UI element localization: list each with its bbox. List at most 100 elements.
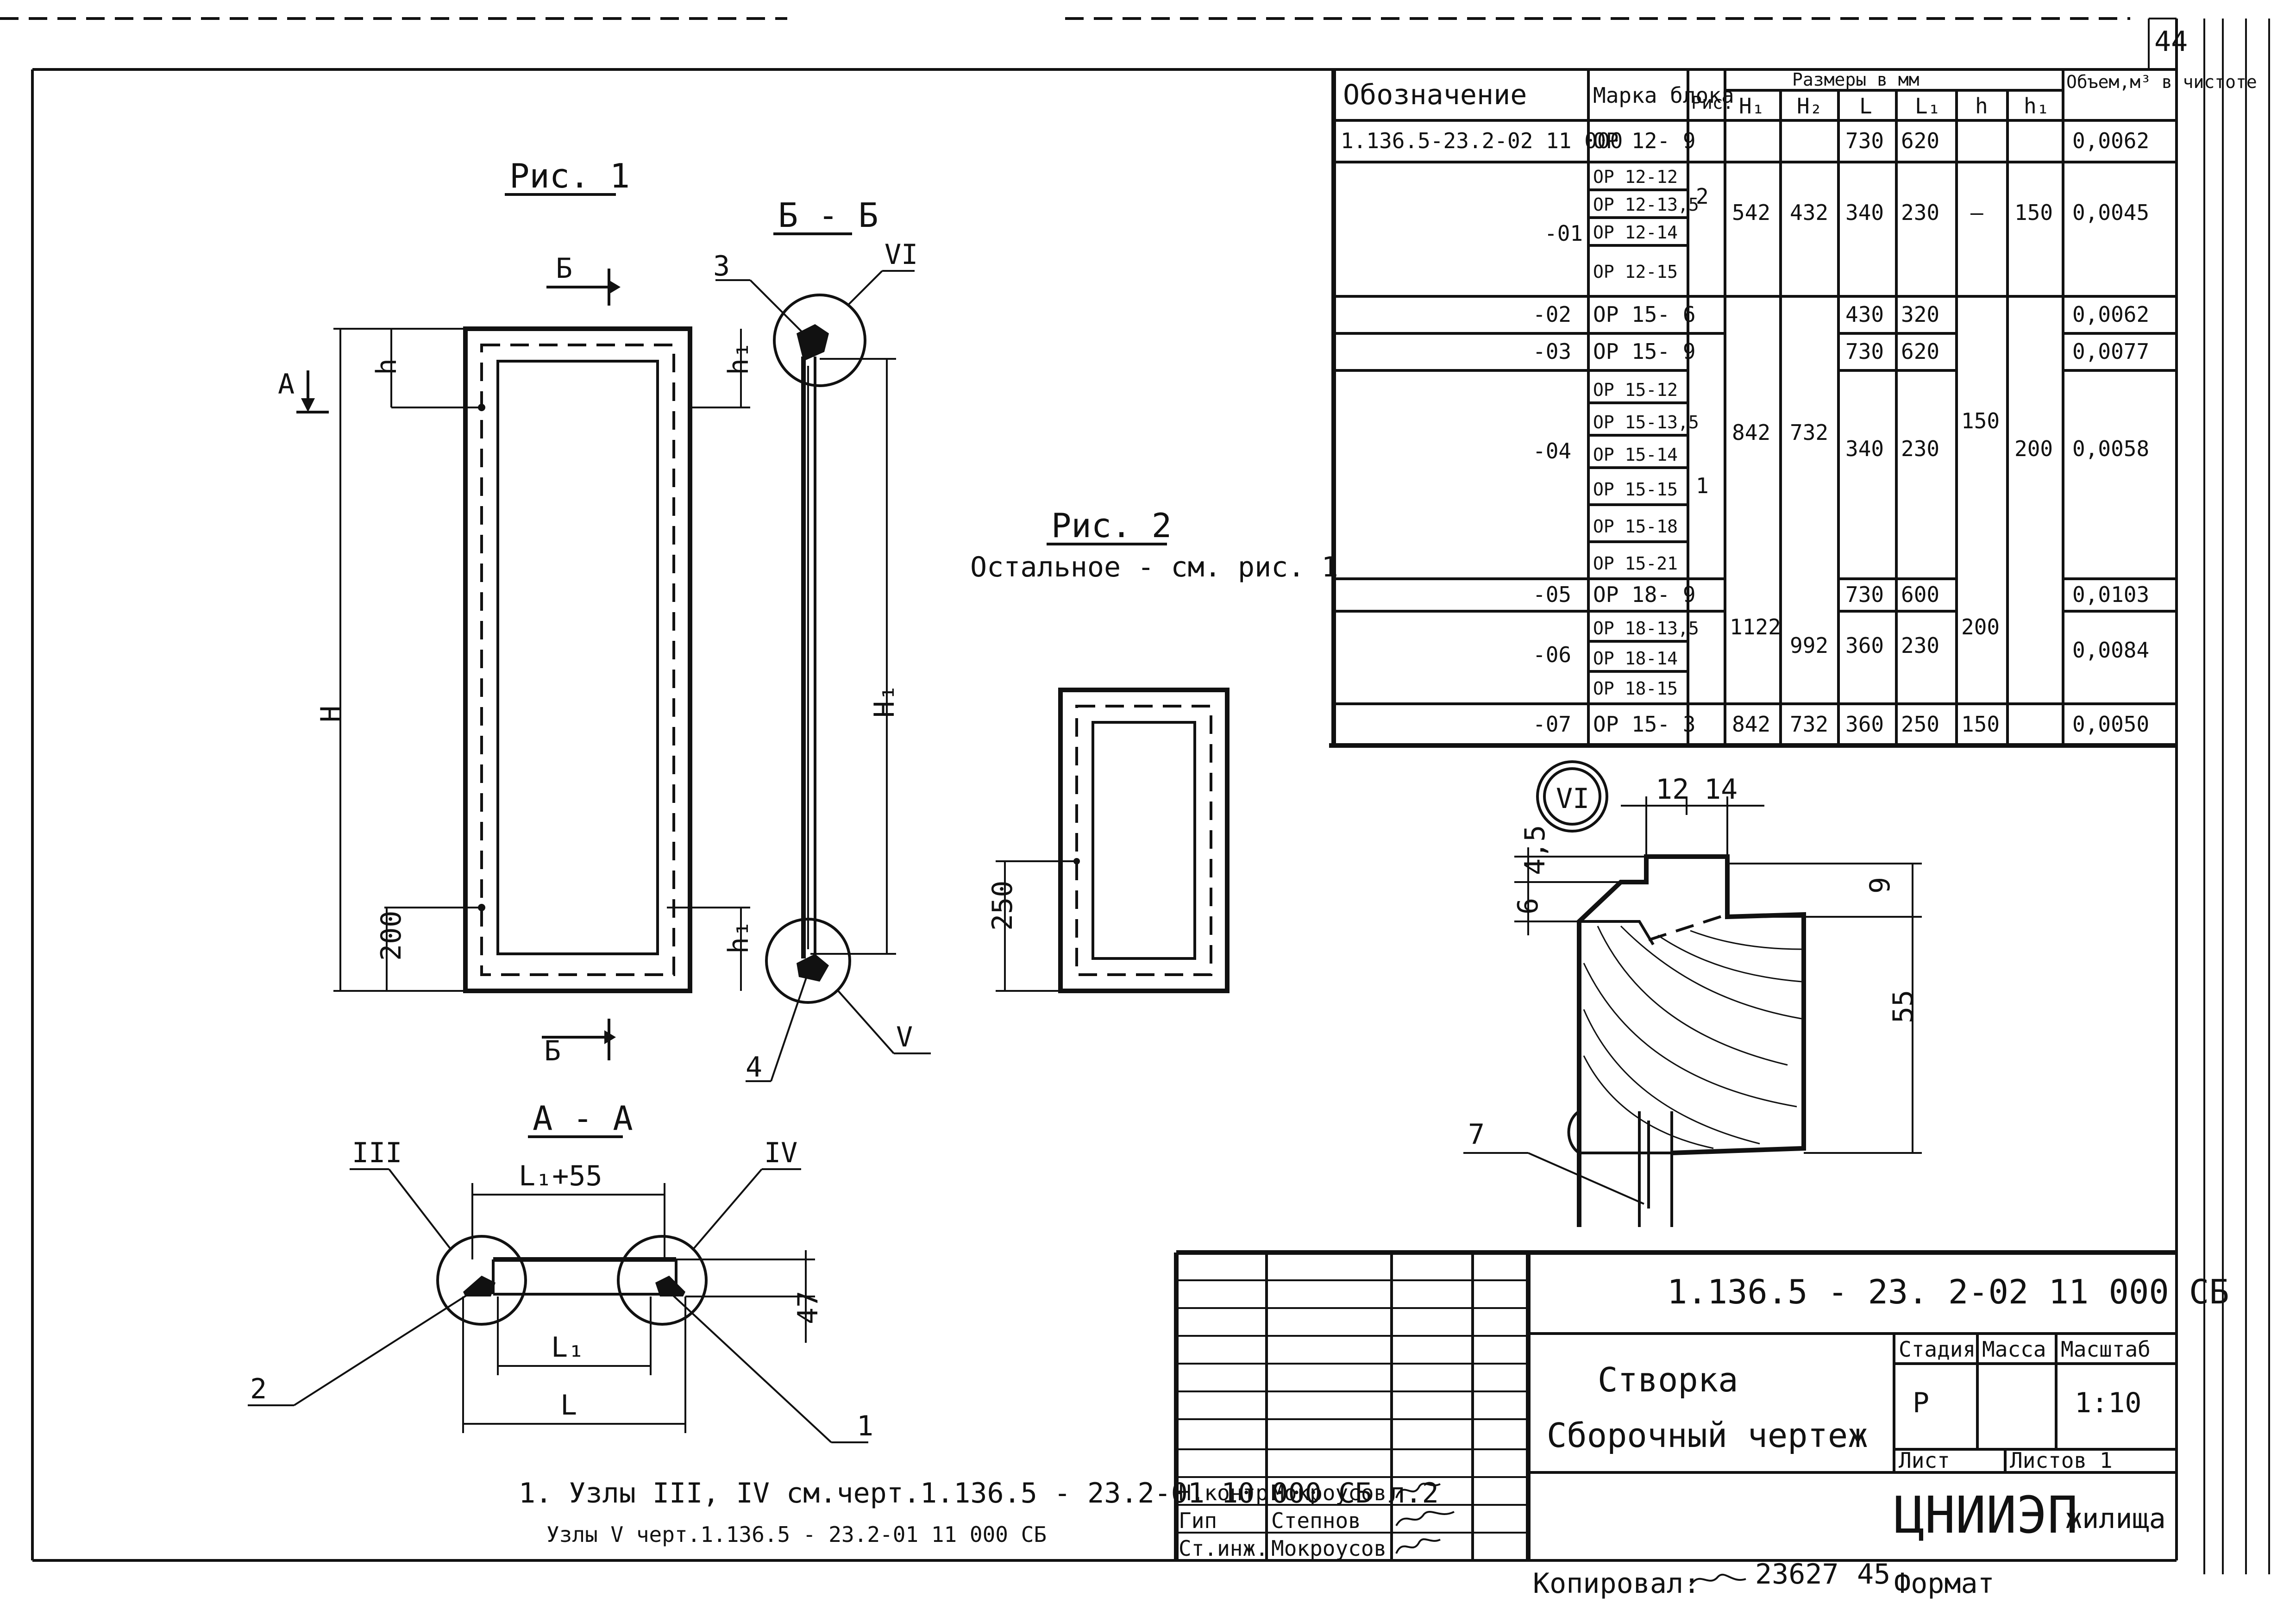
header-ris: Рис. [1691, 93, 1734, 113]
row-h-cap: 1122 [1730, 614, 1781, 639]
row-mark: ОР 12- 9 [1593, 128, 1696, 153]
dim-H1: Н₁ [868, 684, 901, 718]
row-mark: ОР 15-18 [1593, 516, 1678, 537]
fig2-view: Рис. 2 Остальное - см. рис. 1 250 [970, 506, 1338, 993]
format-number: 45 [1857, 1558, 1890, 1591]
header-h1: h₁ [2024, 94, 2049, 119]
row-l: 730 [1845, 582, 1884, 607]
row-volume: 0,0062 [2072, 128, 2149, 153]
row-mark: ОР 15- 6 [1593, 302, 1696, 327]
wood-grain-hatch [1583, 925, 1802, 1149]
row-l1: 620 [1901, 339, 1939, 364]
row-l1: 600 [1901, 582, 1939, 607]
name-gip: Степнов [1271, 1508, 1361, 1533]
row-ris: 2 [1696, 184, 1709, 209]
row-mark: ОР 15-21 [1593, 553, 1678, 574]
drawing-name-line1: Створка [1598, 1360, 1738, 1399]
note-2: Узлы V черт.1.136.5 - 23.2-01 11 000 СБ [546, 1522, 1047, 1547]
mass-label: Масса [1982, 1337, 2046, 1362]
sheets-label: Листов 1 [2010, 1448, 2113, 1473]
drawing-code: 1.136.5 - 23. 2-02 11 000 СБ [1667, 1272, 2229, 1311]
row-l: 340 [1845, 200, 1884, 225]
dim-H: Н [315, 706, 347, 722]
header-h-cap: Н₁ [1739, 94, 1764, 119]
row-mark: ОР 12-15 [1593, 262, 1678, 282]
row-mark: ОР 15-15 [1593, 479, 1678, 500]
signature-2 [1395, 1511, 1455, 1527]
row-mark: ОР 15-12 [1593, 380, 1678, 400]
signature-3 [1395, 1538, 1441, 1554]
node-V-ref: V [896, 1021, 913, 1053]
callout-4: 4 [746, 1051, 762, 1083]
row-h-cap: 542 [1732, 200, 1770, 225]
row-l: 430 [1845, 302, 1884, 327]
row-h2: 992 [1790, 633, 1828, 658]
spec-table [1329, 69, 2177, 748]
row-l1: 320 [1901, 302, 1939, 327]
fig1-title: Рис. 1 [509, 157, 630, 195]
section-aa-title: А - А [533, 1099, 633, 1138]
row-l: 360 [1845, 712, 1884, 737]
row-mark: ОР 15- 9 [1593, 339, 1696, 364]
row-designation: -05 [1533, 582, 1571, 607]
detail-vi: VI 12 14 4,5 6 [1463, 760, 1922, 1227]
row-mark: ОР 15-14 [1593, 445, 1678, 465]
dim-200: 200 [375, 911, 408, 961]
row-volume: 0,0062 [2072, 302, 2149, 327]
row-l: 730 [1845, 128, 1884, 153]
dim-12: 12 [1656, 773, 1689, 806]
dim-47: 47 [792, 1291, 824, 1324]
dim-250: 250 [986, 881, 1019, 931]
fig1-front-view: Рис. 1 Б Б А Н h 200 h₁ [278, 157, 755, 1067]
row-h: 200 [1961, 614, 2000, 639]
row-ris: 1 [1696, 473, 1709, 498]
dim-l1: L₁ [551, 1331, 584, 1364]
header-l: L [1859, 94, 1872, 119]
arrow-b-bottom: Б [544, 1035, 561, 1067]
dim-h: h [370, 358, 403, 375]
node-III-ref: III [352, 1137, 402, 1169]
row-h: — [1970, 200, 1983, 225]
row-l: 730 [1845, 339, 1884, 364]
dim-h1-bottom: h₁ [722, 921, 755, 954]
header-designation: Обозначение [1343, 79, 1527, 111]
section-bb: Б - Б 3 VI Н₁ 4 V [713, 196, 931, 1083]
dim-4-5: 4,5 [1519, 825, 1551, 875]
callout-7: 7 [1468, 1118, 1485, 1151]
row-designation: -01 [1544, 221, 1583, 246]
scale-label: Масштаб [2061, 1337, 2151, 1362]
row-l: 360 [1845, 633, 1884, 658]
title-block: 1.136.5 - 23. 2-02 11 000 СБ Створка Сбо… [1174, 1250, 2229, 1561]
row-designation: -04 [1533, 438, 1571, 463]
row-designation: -03 [1533, 339, 1571, 364]
arrow-a: А [278, 368, 295, 401]
row-mark: ОР 18-15 [1593, 678, 1678, 699]
arrow-b-top: Б [556, 252, 572, 285]
row-volume: 0,0084 [2072, 638, 2149, 663]
row-h1: 200 [2014, 436, 2053, 461]
signature-1 [1395, 1483, 1441, 1498]
header-h: h [1975, 94, 1988, 119]
row-designation: -02 [1533, 302, 1571, 327]
header-volume: Объем,м³ в чистоте [2066, 72, 2257, 92]
row-l1: 230 [1901, 436, 1939, 461]
detail-vi-label: VI [1556, 783, 1589, 815]
role-gip: Гип [1179, 1508, 1217, 1533]
section-bb-title: Б - Б [778, 196, 878, 235]
row-h2: 732 [1790, 420, 1828, 445]
dim-55: 55 [1887, 990, 1920, 1023]
row-mark: ОР 12-14 [1593, 222, 1678, 243]
row-volume: 0,0045 [2072, 200, 2149, 225]
dim-14: 14 [1704, 773, 1738, 806]
callout-2: 2 [250, 1373, 267, 1405]
callout-1: 1 [857, 1410, 873, 1442]
row-h: 150 [1961, 712, 2000, 737]
node-IV-ref: IV [764, 1137, 797, 1169]
row-volume: 0,0077 [2072, 339, 2149, 364]
fig2-title: Рис. 2 [1051, 506, 1172, 545]
stage-value: Р [1913, 1387, 1929, 1419]
row-l1: 620 [1901, 128, 1939, 153]
section-aa: А - А L₁+55 L₁ L 47 III IV [248, 1099, 873, 1443]
sheet-label: Лист [1899, 1448, 1950, 1473]
